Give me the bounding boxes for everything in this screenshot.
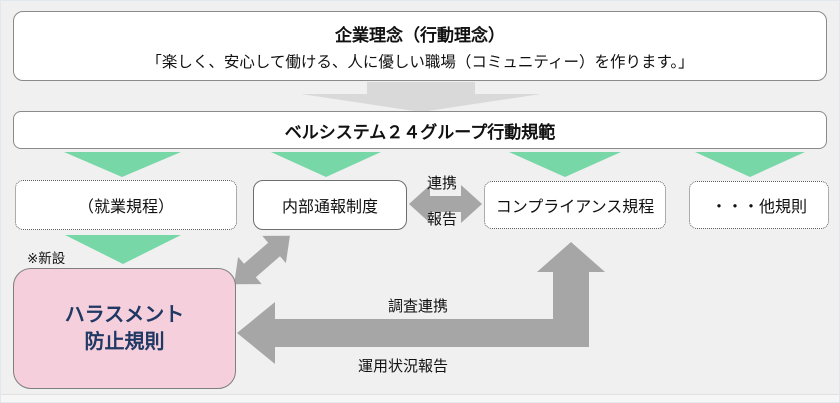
corporate-philosophy-box: 企業理念（行動理念） 「楽しく、安心して働ける、人に優しい職場（コミュニティー）… xyxy=(13,11,827,81)
corporate-philosophy-title: 企業理念（行動理念） xyxy=(335,25,505,45)
green-arrow-to-other-rules-icon xyxy=(695,152,805,177)
harassment-prevention-line1: ハラスメント xyxy=(64,303,185,326)
down-arrow-philosophy-to-code-icon xyxy=(301,82,541,112)
new-rule-note: ※新設 xyxy=(27,251,66,266)
code-of-conduct-box: ベルシステム２４グループ行動規範 xyxy=(13,111,827,149)
other-rules-box: ・・・他規則 xyxy=(689,181,829,229)
compliance-rules-box: コンプライアンス規程 xyxy=(484,181,666,229)
green-arrow-to-employment-icon xyxy=(64,152,181,177)
cooperation-label: 連携 xyxy=(427,175,458,192)
elbow-arrow-harassment-compliance-icon xyxy=(237,242,605,364)
harassment-prevention-box: ハラスメント 防止規則 xyxy=(13,268,236,389)
double-arrow-renkei-houkoku-icon xyxy=(409,185,482,223)
investigation-cooperation-label: 調査連携 xyxy=(388,298,449,315)
bottom-edge-strip xyxy=(1,394,839,402)
whistleblowing-system-label: 内部通報制度 xyxy=(281,199,378,216)
whistleblowing-system-box: 内部通報制度 xyxy=(253,180,407,230)
double-arrow-whistle-harassment-icon xyxy=(234,235,290,285)
operation-status-report-label: 運用状況報告 xyxy=(358,358,449,375)
green-arrow-to-compliance-icon xyxy=(509,152,621,177)
report-label: 報告 xyxy=(427,211,458,228)
compliance-rules-label: コンプライアンス規程 xyxy=(495,199,655,216)
employment-rules-box: （就業規程） xyxy=(15,180,237,230)
code-of-conduct-label: ベルシステム２４グループ行動規範 xyxy=(284,122,556,142)
corporate-philosophy-subtitle: 「楽しく、安心して働ける、人に優しい職場（コミュニティー）を作ります。」 xyxy=(146,53,694,71)
other-rules-label: ・・・他規則 xyxy=(710,199,807,216)
employment-rules-label: （就業規程） xyxy=(77,199,174,216)
harassment-prevention-line2: 防止規則 xyxy=(84,330,165,353)
green-arrow-to-whistleblowing-icon xyxy=(271,152,381,177)
green-arrow-to-harassment-icon xyxy=(65,235,181,264)
